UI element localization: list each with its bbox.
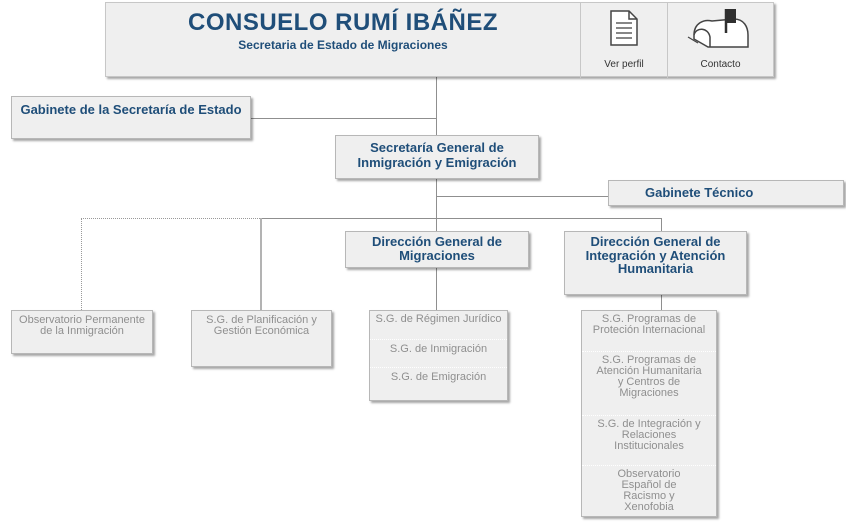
node-sg-proteccion-label: S.G. Programas de Proteción Internaciona… — [592, 313, 706, 336]
node-gabinete-secretaria[interactable]: Gabinete de la Secretaría de Estado — [11, 96, 251, 139]
node-dgi-subdirections: S.G. Programas de Proteción Internaciona… — [581, 310, 717, 517]
connector-distribution-horizontal — [260, 218, 662, 219]
node-dgm-subdirections: S.G. de Régimen Jurídico S.G. de Inmigra… — [369, 310, 508, 401]
view-profile-label: Ver perfil — [604, 59, 644, 70]
node-sg-atencion[interactable]: S.G. Programas de Atención Humanitaria y… — [582, 351, 716, 415]
node-gabinete-tecnico-label: Gabinete Técnico — [645, 185, 754, 200]
node-secretaria-general-label: Secretaría General de Inmigración y Emig… — [357, 140, 517, 170]
node-secretaria-general[interactable]: Secretaría General de Inmigración y Emig… — [335, 135, 539, 179]
node-sg-relaciones[interactable]: S.G. de Integración y Relaciones Institu… — [582, 415, 716, 465]
node-dg-integracion-label: Dirección General de Integración y Atenc… — [585, 234, 726, 276]
connector-gabinete-horizontal — [250, 118, 437, 119]
connector-gabinete-tecnico-horizontal — [436, 196, 608, 197]
node-sg-emigracion[interactable]: S.G. de Emigración — [370, 367, 507, 397]
connector-dgm-vertical — [436, 218, 437, 231]
view-profile-button[interactable]: Ver perfil — [580, 3, 667, 78]
node-observatorio-permanente-label: Observatorio Permanente de la Inmigració… — [19, 314, 145, 337]
node-sg-proteccion[interactable]: S.G. Programas de Proteción Internaciona… — [582, 311, 716, 351]
node-gabinete-tecnico[interactable]: Gabinete Técnico — [608, 180, 844, 206]
node-sg-regimen[interactable]: S.G. de Régimen Jurídico — [370, 311, 507, 339]
document-icon — [610, 10, 638, 46]
node-dg-integracion[interactable]: Dirección General de Integración y Atenc… — [564, 231, 747, 295]
connector-dgm-sub-vertical — [436, 267, 437, 310]
connector-main-vertical — [436, 77, 437, 135]
node-sg-regimen-label: S.G. de Régimen Jurídico — [375, 313, 502, 325]
person-role: Secretaria de Estado de Migraciones — [238, 38, 448, 52]
connector-dgi-vertical — [661, 218, 662, 231]
node-sg-planificacion[interactable]: S.G. de Planificación y Gestión Económic… — [191, 310, 332, 367]
node-sg-planificacion-label: S.G. de Planificación y Gestión Económic… — [206, 314, 317, 337]
node-sg-emigracion-label: S.G. de Emigración — [390, 371, 487, 383]
header-panel: CONSUELO RUMÍ IBÁÑEZ Secretaria de Estad… — [105, 2, 774, 78]
node-sg-inmigracion[interactable]: S.G. de Inmigración — [370, 339, 507, 367]
connector-planificacion-vertical — [260, 218, 262, 310]
connector-sg-vertical — [436, 178, 437, 218]
mailbox-icon — [687, 9, 749, 48]
node-dg-migraciones[interactable]: Dirección General de Migraciones — [345, 231, 529, 268]
connector-observatorio-dotted-vertical — [81, 218, 82, 310]
contact-label: Contacto — [700, 59, 741, 70]
node-gabinete-secretaria-label: Gabinete de la Secretaría de Estado — [20, 102, 242, 117]
node-dg-migraciones-label: Dirección General de Migraciones — [371, 234, 503, 263]
connector-observatorio-dotted-horizontal — [81, 218, 260, 219]
contact-button[interactable]: Contacto — [667, 3, 773, 78]
node-observatorio-racismo-label: Observatorio Español de Racismo y Xenofo… — [617, 468, 681, 513]
person-name: CONSUELO RUMÍ IBÁÑEZ — [188, 9, 498, 36]
node-sg-atencion-label: S.G. Programas de Atención Humanitaria y… — [596, 354, 702, 399]
node-sg-inmigracion-label: S.G. de Inmigración — [389, 343, 488, 355]
node-observatorio-permanente[interactable]: Observatorio Permanente de la Inmigració… — [11, 310, 153, 354]
node-sg-relaciones-label: S.G. de Integración y Relaciones Institu… — [597, 418, 701, 452]
node-observatorio-racismo[interactable]: Observatorio Español de Racismo y Xenofo… — [582, 465, 716, 517]
connector-dgi-sub-vertical — [661, 295, 662, 310]
